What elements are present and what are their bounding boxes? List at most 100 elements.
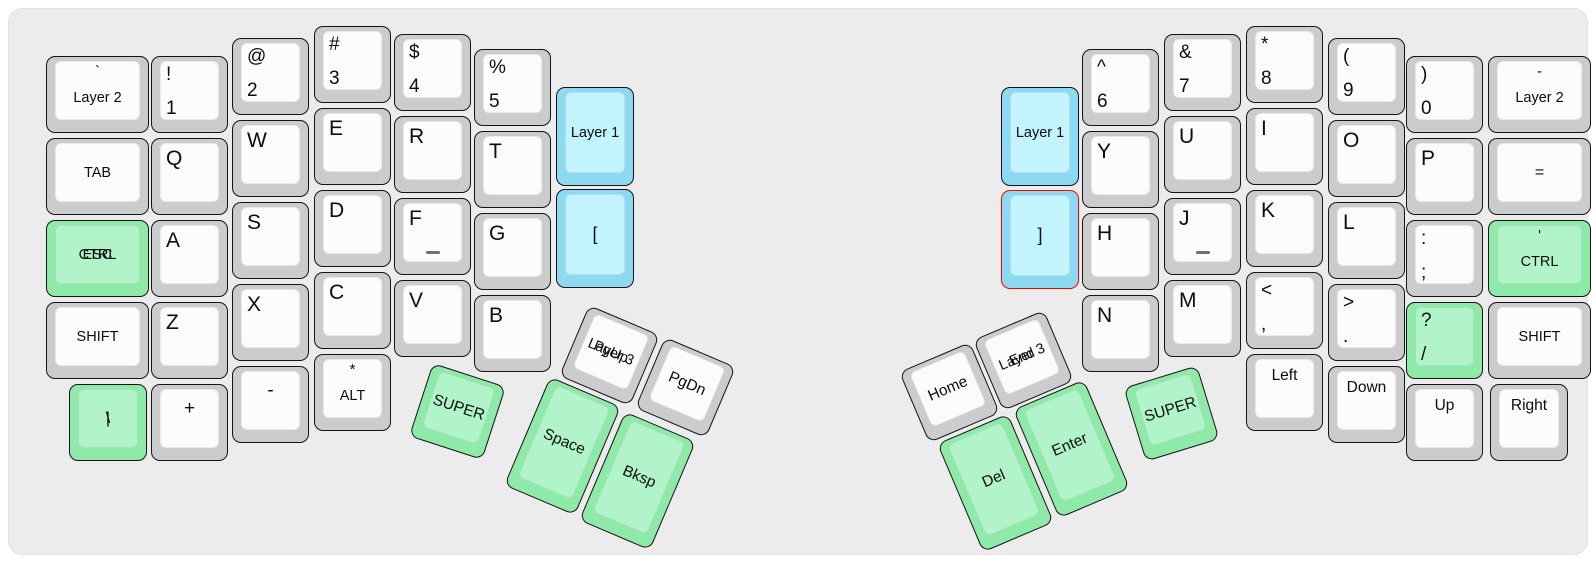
keycap-top: SHIFT [55, 307, 140, 366]
key-layer1-left[interactable]: Layer 1 [556, 87, 634, 186]
key-legend: ) [1421, 64, 1428, 85]
key-caret-6[interactable]: ^6 [1082, 49, 1159, 126]
key-exclam-1[interactable]: !1 [151, 56, 228, 133]
keycap-top: A [160, 225, 219, 284]
keycap-top: M [1173, 285, 1232, 344]
key-legend: . [1343, 326, 1349, 347]
key-legend: Left [1271, 367, 1298, 384]
keycap-top: P [1415, 143, 1474, 202]
keycap-top: W [241, 125, 300, 184]
key-legend: V [409, 289, 424, 312]
key-h[interactable]: H [1082, 213, 1159, 290]
key-layer1-right[interactable]: Layer 1 [1001, 87, 1079, 186]
key-z[interactable]: Z [151, 302, 228, 379]
key-y[interactable]: Y [1082, 131, 1159, 208]
key-rbracket[interactable]: ] [1001, 190, 1079, 289]
key-legend: T [489, 140, 502, 163]
key-star-8[interactable]: *8 [1246, 26, 1323, 103]
key-lparen-9[interactable]: (9 [1328, 38, 1405, 115]
key-o[interactable]: O [1328, 120, 1405, 197]
key-legend: CTRL [1520, 254, 1559, 270]
key-r[interactable]: R [394, 116, 471, 193]
key-legend: ( [1343, 46, 1350, 67]
key-j[interactable]: J [1164, 198, 1241, 275]
keycap-top: SUPER [1133, 372, 1208, 447]
key-star-alt[interactable]: *ALT [314, 354, 391, 431]
key-l[interactable]: L [1328, 202, 1405, 279]
key-at-2[interactable]: @2 [232, 38, 309, 115]
key-x[interactable]: X [232, 284, 309, 361]
key-v[interactable]: V [394, 280, 471, 357]
key-legend: Space [540, 425, 588, 459]
key-b[interactable]: B [474, 295, 551, 372]
key-pipe-backslash[interactable]: |\ [69, 384, 147, 461]
keycap-top: B [483, 300, 542, 359]
keycap-top: U [1173, 121, 1232, 180]
keycap-top: &7 [1173, 39, 1232, 98]
key-e[interactable]: E [314, 108, 391, 185]
key-w[interactable]: W [232, 120, 309, 197]
key-percent-5[interactable]: %5 [474, 49, 551, 126]
key-minus-layer2[interactable]: -Layer 2 [1488, 56, 1591, 133]
key-s[interactable]: S [232, 202, 309, 279]
key-k[interactable]: K [1246, 190, 1323, 267]
key-legend: [ [592, 224, 598, 244]
key-hash-3[interactable]: #3 [314, 26, 391, 103]
key-m[interactable]: M [1164, 280, 1241, 357]
key-quote-ctrl[interactable]: 'CTRL [1488, 220, 1591, 297]
key-p[interactable]: P [1406, 138, 1483, 215]
key-legend: SUPER [1142, 393, 1199, 426]
key-question-slash[interactable]: ?/ [1406, 302, 1483, 379]
key-q[interactable]: Q [151, 138, 228, 215]
key-gt-period[interactable]: >. [1328, 284, 1405, 361]
key-minus[interactable]: - [232, 366, 309, 443]
key-left-arrow[interactable]: Left [1246, 354, 1323, 431]
key-legend: TAB [83, 164, 112, 181]
keycap-top: :; [1415, 225, 1474, 284]
key-shift-right[interactable]: SHIFT [1488, 302, 1591, 379]
key-f[interactable]: F [394, 198, 471, 275]
key-legend: H [1097, 222, 1113, 245]
key-n[interactable]: N [1082, 295, 1159, 372]
key-legend: 1 [166, 98, 177, 119]
keycap-top: O [1337, 125, 1396, 184]
key-lbracket[interactable]: [ [556, 189, 634, 288]
key-amp-7[interactable]: &7 [1164, 34, 1241, 111]
key-up-arrow[interactable]: Up [1406, 384, 1483, 461]
key-right-arrow[interactable]: Right [1490, 384, 1568, 461]
key-legend: Layer 1 [1015, 124, 1065, 141]
key-colon-semicolon[interactable]: :; [1406, 220, 1483, 297]
key-tab[interactable]: TAB [46, 138, 149, 215]
key-g[interactable]: G [474, 213, 551, 290]
key-legend: 9 [1343, 80, 1354, 101]
key-i[interactable]: I [1246, 108, 1323, 185]
key-legend: = [1534, 163, 1545, 181]
key-d[interactable]: D [314, 190, 391, 267]
key-equals[interactable]: = [1488, 138, 1591, 215]
keycap-top: G [483, 218, 542, 277]
keycap-top: (9 [1337, 43, 1396, 102]
key-legend: Layer 3 [585, 335, 637, 369]
key-legend: 7 [1179, 76, 1190, 97]
key-rparen-0[interactable]: )0 [1406, 56, 1483, 133]
keycap-top: )0 [1415, 61, 1474, 120]
key-legend: J [1179, 207, 1190, 230]
key-a[interactable]: A [151, 220, 228, 297]
key-c[interactable]: C [314, 272, 391, 349]
key-dollar-4[interactable]: $4 [394, 34, 471, 111]
key-grave-layer2[interactable]: `Layer 2 [46, 56, 149, 133]
key-legend: > [1343, 292, 1355, 313]
key-super-right[interactable]: SUPER [1123, 365, 1220, 462]
key-legend: Bksp [620, 462, 659, 492]
key-legend: S [247, 211, 262, 234]
keycap-top: `Layer 2 [55, 61, 140, 120]
key-shift-left[interactable]: SHIFT [46, 302, 149, 379]
key-plus[interactable]: + [151, 384, 228, 461]
key-lt-comma[interactable]: <, [1246, 272, 1323, 349]
key-super-left[interactable]: SUPER [408, 362, 507, 461]
key-t[interactable]: T [474, 131, 551, 208]
key-u[interactable]: U [1164, 116, 1241, 193]
key-down-arrow[interactable]: Down [1328, 366, 1405, 443]
